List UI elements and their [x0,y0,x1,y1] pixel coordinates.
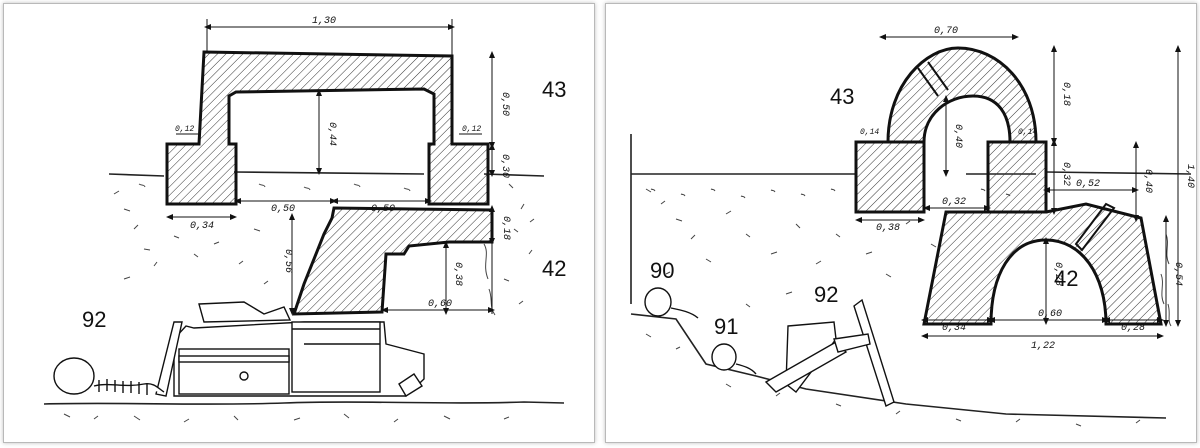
left-drawing-canvas: 1,30 0,50 0,44 0,12 0,12 0,30 0,34 0,50 … [43,16,566,423]
burial-90-remains [644,287,699,319]
dim-top-width: 1,30 [312,16,336,27]
burial-91-remains [711,343,757,375]
label-burial-92: 92 [814,282,838,307]
dim-total-height: 1,40 [1184,164,1195,188]
tomb-43-block-right [986,140,1048,214]
tomb-43-arch [886,46,1038,144]
dim-bottom-mid: 0,60 [1038,309,1062,320]
right-drawing-canvas: 0,70 0,18 0,40 0,14 0,14 0,32 0,38 0,32 … [630,26,1195,427]
dim-step-right: 0,14 [1018,128,1037,137]
dimension-lines-right [855,34,1181,339]
label-tomb-43: 43 [830,84,854,109]
dim-block-height: 0,32 [1060,162,1071,186]
dim-gap-2: 0,50 [371,204,395,215]
label-burial-90: 90 [650,258,674,283]
dim-lower-left-height: 0,56 [282,249,293,273]
section-drawing-left: 1,30 0,50 0,44 0,12 0,12 0,30 0,34 0,50 … [3,3,595,443]
tomb-43-arch-gap [917,61,949,97]
label-tomb-42: 42 [542,256,566,281]
ground-line-bottom-right [630,313,1167,419]
dim-height-right: 0,50 [499,92,510,116]
tomb-42-structure [291,206,494,316]
dim-base-left-width: 0,34 [190,221,214,232]
dim-arch-width: 0,70 [934,26,958,37]
dim-arch-height: 0,18 [1060,82,1071,106]
dim-right-offset: 0,52 [1076,179,1100,190]
dim-right-height: 0,40 [1142,169,1153,193]
dim-step-left: 0,12 [175,125,194,134]
tomb-43-structure [165,50,490,206]
dim-block-width: 0,38 [876,223,900,234]
dim-inner-width: 0,32 [942,197,966,208]
label-tomb-42: 42 [1054,266,1078,291]
ground-line-bottom [43,401,565,405]
dim-bottom-left: 0,34 [942,323,966,334]
tomb-43-block-left [854,140,926,214]
burial-92-remains [53,301,425,397]
tomb-42-roof-slab [1074,202,1116,252]
dim-arch-opening: 0,40 [952,124,963,148]
label-burial-91: 91 [714,314,738,339]
dim-lower-arch-height: 0,28 [1052,262,1063,286]
dim-step-right: 0,12 [462,125,481,134]
dim-bottom-right: 0,28 [1121,323,1145,334]
dim-bottom-total: 1,22 [1031,341,1055,352]
dim-inner-height: 0,44 [326,122,337,146]
dim-lower-bottom: 0,60 [428,299,452,310]
section-drawing-right: 0,70 0,18 0,40 0,14 0,14 0,32 0,38 0,32 … [605,3,1197,443]
dim-slab-right: 0,18 [500,216,511,240]
tomb-42-structure [922,202,1163,326]
soil-texture [63,183,535,423]
burial-92-remains [764,298,895,407]
dim-base-right: 0,30 [499,154,510,178]
dim-gap-1: 0,50 [271,204,295,215]
dim-step-left: 0,14 [860,128,879,137]
label-burial-92: 92 [82,307,106,332]
label-tomb-43: 43 [542,77,566,102]
dimension-lines-left [166,19,495,315]
dim-lower-side: 0,54 [1172,262,1183,286]
dim-lower-inner-height: 0,38 [452,262,463,286]
